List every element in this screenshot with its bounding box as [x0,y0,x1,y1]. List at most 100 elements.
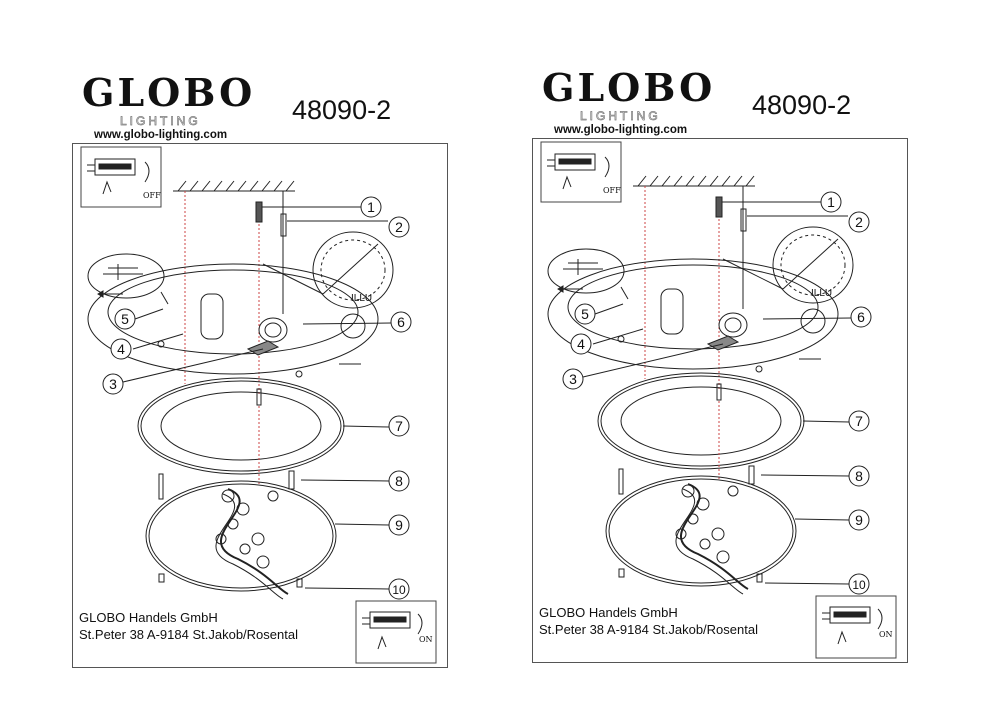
decor-ring [605,465,797,595]
callout-4: 4 [570,333,592,355]
detail-inset: ILLU [722,226,854,304]
callout-numbers: 1 2 3 4 5 6 7 8 9 10 [562,191,872,595]
callout-number: 4 [577,336,585,352]
on-label: ON [419,635,433,644]
callout-circle [388,216,410,238]
callout-number: 5 [581,306,589,322]
callout-circle [848,573,870,595]
base-plate [87,263,379,383]
model-number: 48090-2 [292,95,392,125]
callout-number: 1 [827,194,835,210]
callout-circle [848,410,870,432]
callout-number: 2 [855,214,863,230]
callout-circle [388,470,410,492]
callout-3: 3 [562,368,584,390]
callout-number: 6 [857,309,865,325]
company-name: GLOBO Handels GmbH [79,610,218,625]
callout-5: 5 [574,303,596,325]
switch-on-inset: ON [355,600,437,664]
callout-9: 9 [848,509,870,531]
callout-circle [848,211,870,233]
callout-number: 2 [395,219,403,235]
callout-number: 8 [855,468,863,484]
callout-circle [574,303,596,325]
callout-8: 8 [388,470,410,492]
callout-8: 8 [848,465,870,487]
callout-6: 6 [390,311,412,333]
logo-subtitle: LIGHTING [580,109,661,124]
ceiling [633,175,755,379]
callout-number: 3 [569,371,577,387]
callout-4: 4 [110,338,132,360]
base-plate [547,258,839,378]
callout-circle [570,333,592,355]
callout-circle [820,191,842,213]
callout-number: 5 [121,311,129,327]
callout-circle [110,338,132,360]
callout-5: 5 [114,308,136,330]
callout-circle [388,415,410,437]
callout-3: 3 [102,373,124,395]
switch-off-inset: OFF [80,146,162,208]
switch-on-inset: ON [815,595,897,659]
company-address: St.Peter 38 A-9184 St.Jakob/Rosental [539,622,758,637]
callout-1: 1 [820,191,842,213]
ceiling [173,180,295,384]
off-label: OFF [603,186,621,195]
company-info: GLOBO Handels GmbH St.Peter 38 A-9184 St… [79,609,298,643]
callout-number: 4 [117,341,125,357]
screw-and-dowel [715,196,848,389]
website-url: www.globo-lighting.com [94,129,228,141]
model-number: 48090-2 [752,90,852,120]
callout-number: 6 [397,314,405,330]
callout-9: 9 [388,514,410,536]
callout-number: 9 [855,512,863,528]
callout-circle [848,465,870,487]
callout-6: 6 [850,306,872,328]
diffuser-ring [597,372,805,479]
illu-label: ILLU [811,288,832,299]
company-address: St.Peter 38 A-9184 St.Jakob/Rosental [79,627,298,642]
diffuser-ring [137,377,345,484]
callout-10: 10 [388,578,410,600]
on-label: ON [879,630,893,639]
logo-subtitle: LIGHTING [120,114,201,129]
assembly-diagram: OFF ILLU [80,146,437,664]
callout-10: 10 [848,573,870,595]
callout-circle [390,311,412,333]
callout-circle [850,306,872,328]
globo-logo: GLOBO [82,70,256,115]
callout-circle [102,373,124,395]
callout-circle [360,196,382,218]
assembly-diagram-frame: OFF ILLU [72,143,448,668]
callout-circle [848,509,870,531]
globo-logo: GLOBO [542,65,716,110]
instruction-page: GLOBO LIGHTING 48090-2 www.globo-lightin… [72,70,532,715]
callout-7: 7 [848,410,870,432]
switch-off-inset: OFF [540,141,622,203]
callout-circle [388,514,410,536]
instruction-page: GLOBO LIGHTING 48090-2 www.globo-lightin… [532,65,992,710]
callout-1: 1 [360,196,382,218]
callout-circle [114,308,136,330]
assembly-diagram-frame: OFF ILLU [532,138,908,663]
callout-number: 10 [392,583,406,597]
callout-7: 7 [388,415,410,437]
company-info: GLOBO Handels GmbH St.Peter 38 A-9184 St… [539,604,758,638]
callout-number: 8 [395,473,403,489]
illu-label: ILLU [351,293,372,304]
decor-ring [145,470,337,600]
company-name: GLOBO Handels GmbH [539,605,678,620]
callout-number: 3 [109,376,117,392]
callout-number: 1 [367,199,375,215]
callout-number: 9 [395,517,403,533]
callout-number: 7 [395,418,403,434]
assembly-diagram: OFF ILLU [540,141,897,659]
callout-numbers: 1 2 3 4 5 6 7 8 9 10 [102,196,412,600]
callouts [592,303,852,585]
callout-number: 10 [852,578,866,592]
screw-and-dowel [255,201,388,394]
callouts [132,308,392,590]
callout-circle [562,368,584,390]
off-label: OFF [143,191,161,200]
